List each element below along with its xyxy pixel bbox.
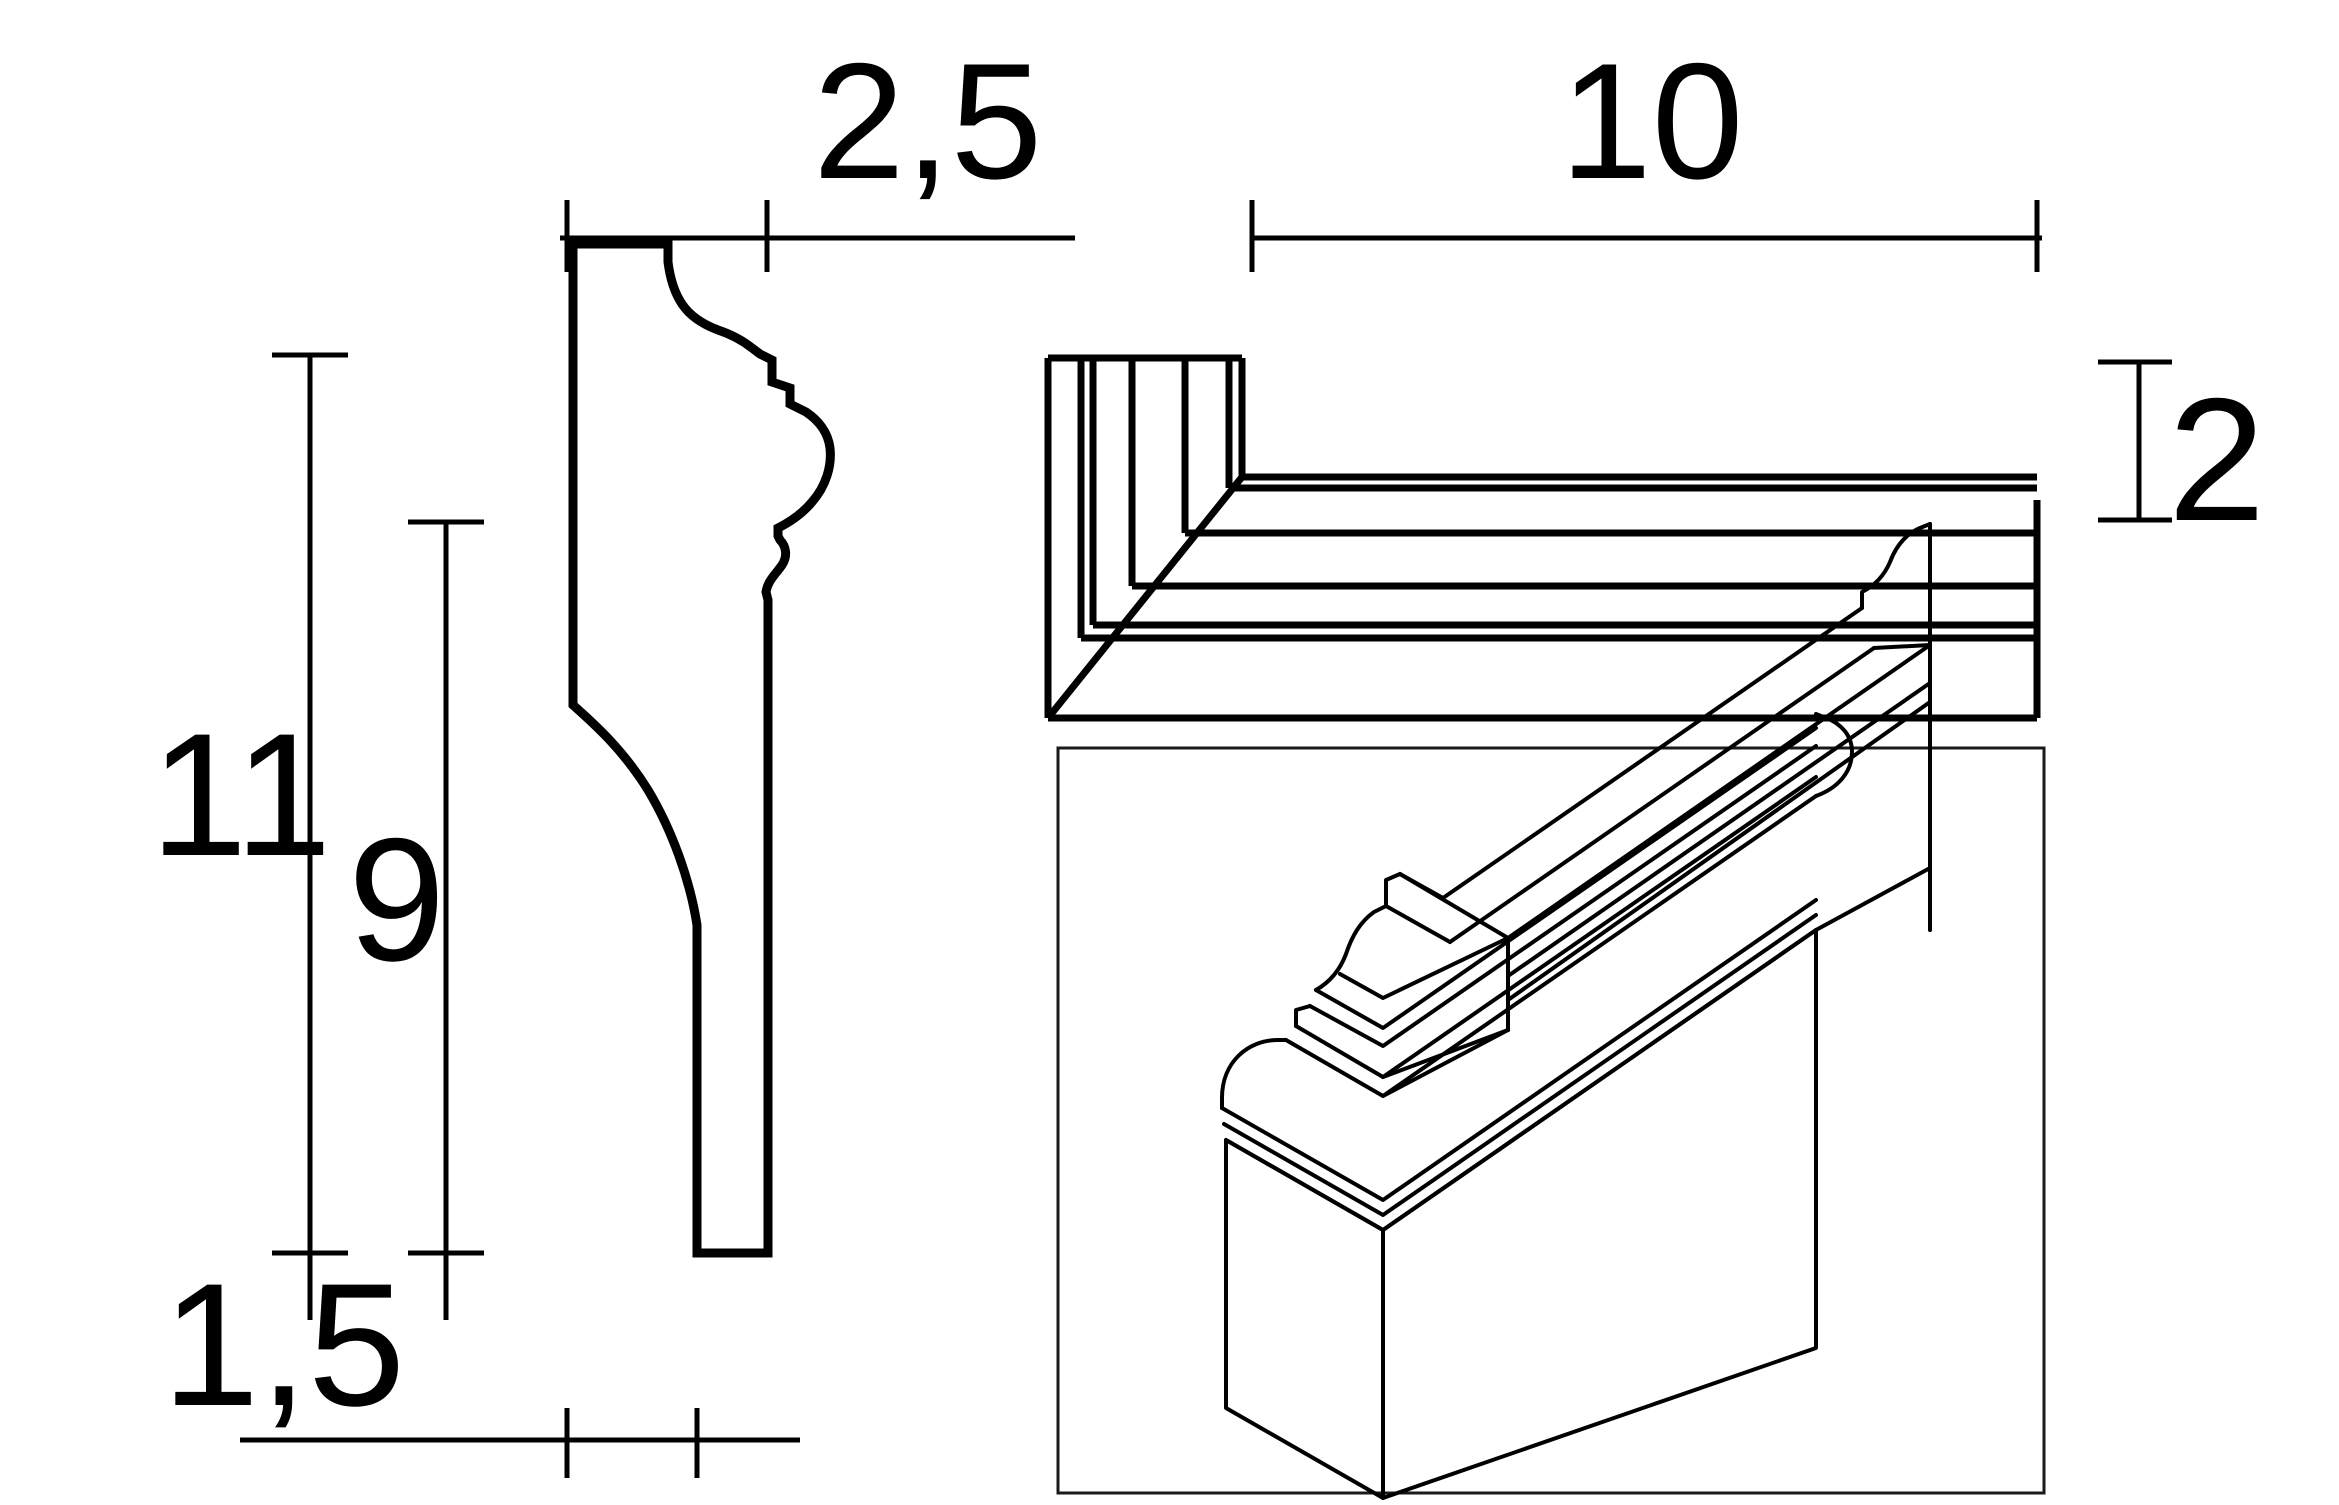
iso-cap-to-base-right: [1814, 866, 1932, 932]
iso-bullnose-left-curve: [1220, 1038, 1288, 1110]
iso-cap-band-bottom: [1224, 928, 1818, 1232]
profile-outline: [568, 239, 835, 1258]
dimension-base-1-5: [240, 1253, 800, 1478]
iso-fillet-top-2: [1314, 726, 1818, 1030]
dimension-label-base-height: 1,5: [162, 1248, 405, 1443]
iso-band-under-crown-right: [1506, 681, 1932, 978]
dimension-width-2-5: [560, 200, 1075, 272]
iso-fillet-left: [1294, 1004, 1312, 1028]
dimension-length-10: [1249, 200, 2042, 272]
iso-ogee-left-to-corner: [1384, 904, 1452, 944]
iso-bullnose-back-curve: [1814, 712, 1854, 798]
iso-crown-top-left: [1398, 872, 1510, 940]
iso-ogee-left-profile: [1314, 904, 1388, 992]
iso-crown-top-ridge: [1506, 643, 1932, 940]
iso-crown-back-ogee: [1860, 522, 1932, 610]
dimension-label-total-height: 11: [150, 698, 332, 893]
iso-crown-front-step: [1384, 872, 1402, 908]
dimension-thickness-2: [2098, 359, 2172, 523]
dimension-label-width: 2,5: [813, 29, 1042, 213]
isometric-corner-view: [1220, 522, 1932, 1500]
iso-crown-back-connect: [1872, 643, 1932, 650]
profile-cross-section-view: [568, 239, 835, 1258]
iso-miter-to-bullnose-2: [1381, 1028, 1510, 1079]
isometric-frame-border: [1056, 746, 2046, 1495]
iso-cap-band-line-3: [1220, 898, 1818, 1202]
iso-band-under-crown-left: [1338, 936, 1510, 1000]
dimension-label-length: 10: [1560, 29, 1744, 213]
iso-fillet-top: [1308, 744, 1818, 1048]
iso-cap-band-line-2: [1222, 913, 1818, 1217]
corner-miter-line: [1045, 474, 1245, 721]
dimension-label-thickness: 2: [2168, 363, 2265, 558]
iso-band-under-crown-right-2: [1506, 700, 1932, 1002]
iso-miter-to-bullnose: [1381, 1028, 1510, 1098]
iso-crown-lower-ridge: [1448, 646, 1876, 944]
mitered-corner-view: [1044, 354, 2041, 722]
dimension-label-upper-height: 9: [348, 803, 445, 998]
isometric-view-frame: [1056, 746, 2046, 1495]
iso-crown-top-ridge-2: [1441, 606, 1864, 900]
